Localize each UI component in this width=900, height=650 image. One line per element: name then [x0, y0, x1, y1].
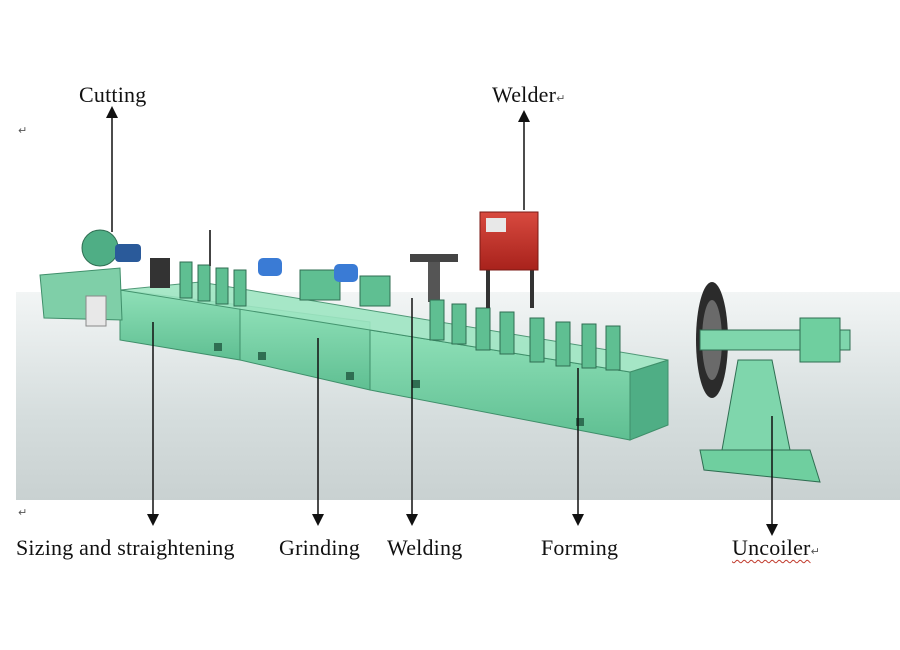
sizing-stands — [179, 230, 282, 307]
grinding-unit — [299, 264, 391, 307]
label-grinding: Grinding — [279, 535, 361, 560]
paragraph-mark: ↵ — [556, 92, 566, 105]
annotation-arrows — [106, 106, 778, 536]
label-welding: Welding — [387, 535, 463, 560]
paragraph-mark: ↵ — [18, 506, 28, 519]
welder-unit — [479, 211, 539, 308]
label-forming: Forming — [541, 535, 619, 560]
label-uncoiler: Uncoiler↵ — [732, 535, 820, 561]
label-welder: Welder↵ — [492, 82, 566, 108]
label-welder-text: Welder — [492, 82, 557, 107]
uncoiler-unit — [696, 282, 851, 483]
cutting-unit — [39, 229, 170, 327]
label-cutting: Cutting — [79, 82, 147, 107]
label-uncoiler-text: Uncoiler — [732, 535, 811, 560]
paragraph-mark: ↵ — [810, 545, 820, 558]
paragraph-mark: ↵ — [18, 124, 28, 137]
forming-stands — [410, 254, 621, 371]
label-sizing-and-straightening: Sizing and straightening — [16, 535, 235, 560]
